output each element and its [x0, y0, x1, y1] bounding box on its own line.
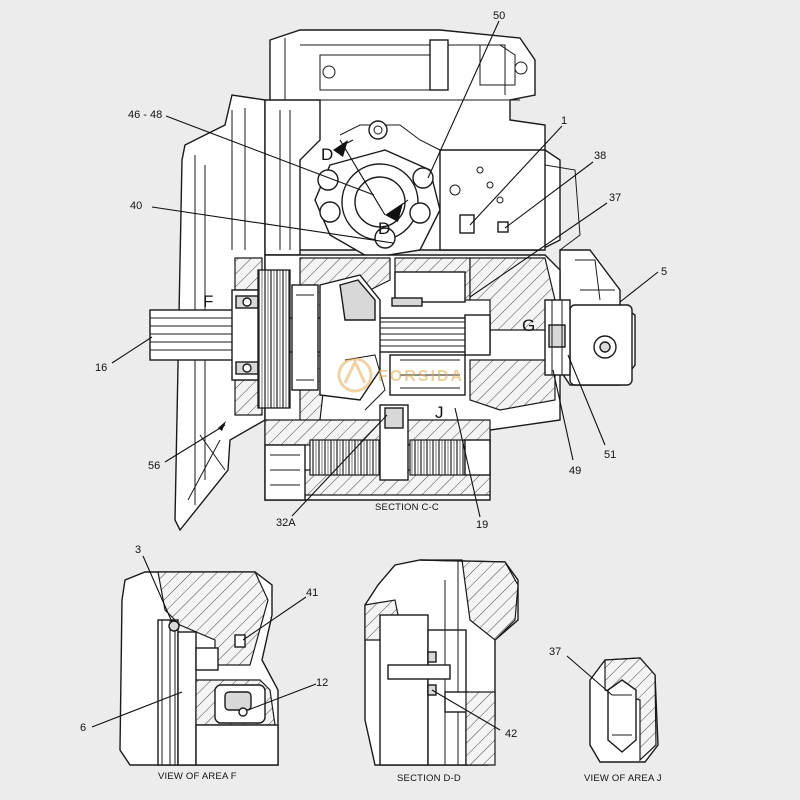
- callout-50: 50: [493, 10, 505, 22]
- marker-d-left: D: [321, 145, 333, 164]
- callout-19: 19: [476, 519, 488, 531]
- main-pump-assembly: [149, 29, 636, 532]
- leader-lines: [111, 20, 659, 518]
- marker-f: F: [203, 292, 213, 311]
- callout-1: 1: [561, 115, 567, 127]
- plug-38: [497, 221, 509, 233]
- callout-56: 56: [148, 460, 160, 472]
- caption-section-dd: SECTION D-D: [397, 773, 461, 784]
- plug-1: [459, 214, 475, 234]
- caption-view-j: VIEW OF AREA J: [584, 773, 662, 784]
- callout-38: 38: [594, 150, 606, 162]
- callout-40: 40: [130, 200, 142, 212]
- port-hex-flange: [314, 120, 441, 259]
- callout-16: 16: [95, 362, 107, 374]
- marker-j: J: [435, 403, 444, 422]
- caption-view-f: VIEW OF AREA F: [158, 771, 237, 782]
- caption-section-cc: SECTION C-C: [375, 502, 439, 513]
- watermark-text: FORSIDA: [378, 368, 464, 385]
- callout-5: 5: [661, 266, 667, 278]
- callout-46-48: 46 - 48: [128, 109, 162, 121]
- front-bearing: [231, 289, 263, 381]
- callout-41: 41: [306, 587, 318, 599]
- section-d-arrows: [333, 139, 409, 222]
- callout-51: 51: [604, 449, 616, 461]
- view-area-j: [589, 657, 659, 763]
- top-bracket: [429, 39, 449, 91]
- callout-6: 6: [80, 722, 86, 734]
- view-area-f: [119, 571, 279, 766]
- drive-gear: [257, 269, 291, 409]
- callout-3: 3: [135, 544, 141, 556]
- marker-g: G: [522, 316, 535, 335]
- callout-32a: 32A: [276, 517, 296, 529]
- callout-42: 42: [505, 728, 517, 740]
- callout-49: 49: [569, 465, 581, 477]
- section-dd: [364, 559, 519, 766]
- watermark-logo: FORSIDA: [337, 357, 464, 393]
- marker-d-right: D: [378, 219, 390, 238]
- callout-12: 12: [316, 677, 328, 689]
- callout-37-j: 37: [549, 646, 561, 658]
- callout-37: 37: [609, 192, 621, 204]
